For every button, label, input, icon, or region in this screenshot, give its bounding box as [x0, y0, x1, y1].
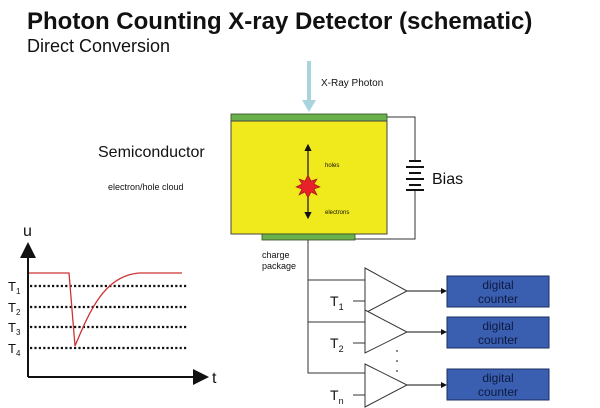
- counter-label: digital: [482, 278, 513, 292]
- x-axis-label: t: [212, 370, 217, 387]
- threshold-lines: [30, 284, 187, 350]
- charge-label: charge: [262, 250, 290, 260]
- graph-threshold-2: T2: [8, 300, 21, 317]
- counter-label: digital: [482, 319, 513, 333]
- counter-label: counter: [478, 292, 518, 306]
- subtitle: Direct Conversion: [27, 36, 170, 56]
- cloud-label: electron/hole cloud: [108, 182, 184, 192]
- threshold-label-2: T2: [330, 335, 344, 354]
- spark-icon: [295, 174, 321, 199]
- battery-icon: [406, 160, 424, 191]
- package-label: package: [262, 261, 296, 271]
- semiconductor-label: Semiconductor: [98, 144, 205, 161]
- charge-wire: [307, 240, 365, 374]
- counter-label: digital: [482, 371, 513, 385]
- photon-arrow: [302, 61, 316, 112]
- channel-1: T1 digital counter: [330, 267, 550, 314]
- bias-wire: [387, 116, 416, 160]
- threshold-label-n: Tn: [330, 387, 344, 406]
- channel-n: Tn digital counter: [330, 363, 550, 408]
- digital-counter-n: [446, 368, 550, 401]
- graph-threshold-1: T1: [8, 279, 21, 296]
- comparator-n: [364, 363, 409, 408]
- digital-counter-1: [446, 275, 550, 308]
- digital-counter-2: [446, 316, 550, 349]
- holes-label: holes: [325, 163, 339, 169]
- graph-threshold-3: T3: [8, 320, 21, 337]
- electrons-label: electrons: [325, 210, 349, 216]
- y-axis-label: u: [23, 223, 32, 240]
- pulse-graph: u t T1 T2 T3 T4: [8, 223, 217, 387]
- signal-pulse: [29, 272, 182, 347]
- bottom-electrode: [261, 233, 356, 241]
- bias-wire-return: [355, 190, 416, 240]
- top-electrode: [230, 113, 388, 122]
- comparator-1: [364, 267, 409, 314]
- counter-label: counter: [478, 385, 518, 399]
- comparator-2: [364, 309, 409, 354]
- photon-label: X-Ray Photon: [321, 78, 383, 89]
- graph-threshold-4: T4: [8, 341, 21, 358]
- threshold-label-1: T1: [330, 293, 344, 312]
- channel-2: T2 digital counter: [330, 309, 550, 354]
- ellipsis-dots: [396, 350, 398, 372]
- counter-label: counter: [478, 333, 518, 347]
- title: Photon Counting X-ray Detector (schemati…: [27, 8, 532, 35]
- bias-label: Bias: [432, 171, 463, 188]
